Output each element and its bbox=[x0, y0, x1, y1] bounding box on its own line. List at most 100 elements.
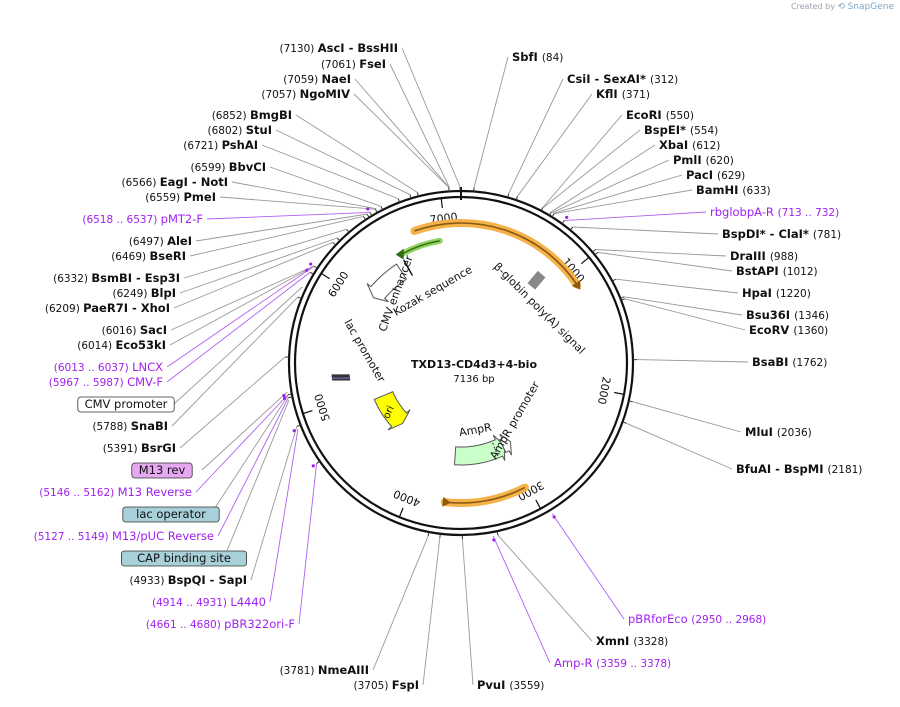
leader-line bbox=[354, 78, 450, 188]
label-text: (6209) PaeR7I - XhoI bbox=[45, 301, 170, 315]
tick-3000 bbox=[535, 499, 542, 509]
label-text: EcoRI (550) bbox=[626, 108, 694, 122]
leader-line bbox=[552, 159, 670, 213]
label-name: BbvCI bbox=[229, 160, 266, 174]
label-text: (6559) PmeI bbox=[145, 190, 216, 204]
label-text: (4661 .. 4680) pBR322ori-F bbox=[146, 617, 295, 631]
label-position: (1346) bbox=[794, 310, 829, 322]
label-position: (1012) bbox=[783, 266, 818, 278]
label-text: (5788) SnaBI bbox=[92, 419, 168, 433]
label-position: (6014) bbox=[77, 340, 115, 352]
orange-arrow-head bbox=[571, 280, 581, 290]
label-text: (5391) BsrGI bbox=[103, 441, 176, 455]
site-tick bbox=[369, 212, 373, 217]
leader-line bbox=[551, 144, 656, 213]
label-text: (5967 .. 5987) CMV-F bbox=[49, 375, 163, 389]
label-text: (5127 .. 5149) M13/pUC Reverse bbox=[34, 529, 214, 543]
label-name: Amp-R bbox=[554, 656, 596, 670]
orange-feature-arc bbox=[410, 219, 582, 289]
label-text: PacI (629) bbox=[686, 168, 745, 182]
label-name: SnaBI bbox=[131, 419, 168, 433]
orange-feature-arrow-line bbox=[444, 486, 526, 504]
enzyme-label-ecori: EcoRI (550) bbox=[626, 108, 694, 122]
primer-label-pmt2-f: (6518 .. 6537) pMT2-F bbox=[82, 212, 203, 226]
leader-line bbox=[551, 513, 625, 620]
site-tick bbox=[540, 207, 544, 212]
label-position: (4933) bbox=[130, 575, 168, 587]
label-position: (6016) bbox=[102, 325, 140, 337]
feature-ori bbox=[373, 391, 411, 431]
enzyme-label-snabi: (5788) SnaBI bbox=[92, 419, 168, 433]
feature-box-text: CMV promoter bbox=[85, 397, 168, 411]
site-tick bbox=[620, 296, 625, 299]
leader-line bbox=[269, 166, 381, 207]
feature-label-ori: ori bbox=[381, 404, 396, 420]
snapgene-logo-icon: ⟲ bbox=[837, 2, 846, 12]
label-name: PshAI bbox=[222, 138, 258, 152]
label-name: PmeI bbox=[184, 190, 217, 204]
label-text: (3781) NmeAIII bbox=[280, 663, 369, 677]
label-text: BspDI* - ClaI* (781) bbox=[722, 227, 841, 241]
label-name: BspEI* bbox=[644, 123, 690, 137]
label-name: BlpI bbox=[151, 286, 176, 300]
label-text: XmnI (3328) bbox=[596, 634, 668, 648]
label-position: (988) bbox=[770, 251, 798, 263]
label-text: (5146 .. 5162) M13 Reverse bbox=[39, 485, 192, 499]
leader-line bbox=[632, 401, 742, 433]
leader-line bbox=[295, 114, 418, 193]
leader-line bbox=[624, 298, 746, 331]
enzyme-label-xbai: XbaI (612) bbox=[659, 138, 720, 152]
label-text: PvuI (3559) bbox=[477, 678, 544, 692]
label-position: (5788) bbox=[92, 421, 130, 433]
label-position: (6497) bbox=[129, 236, 167, 248]
label-text: KflI (371) bbox=[596, 87, 650, 101]
leader-line bbox=[171, 296, 299, 427]
label-name: NmeAIII bbox=[318, 663, 369, 677]
label-position: (7061) bbox=[321, 59, 359, 71]
label-name: BspQI - SapI bbox=[168, 573, 247, 587]
label-position: (6209) bbox=[45, 303, 83, 315]
site-tick bbox=[611, 278, 616, 282]
label-position: (6599) bbox=[191, 162, 229, 174]
leader-line bbox=[473, 56, 509, 188]
leader-line bbox=[173, 286, 303, 405]
feature-box-bg bbox=[122, 506, 220, 523]
label-position: (6559) bbox=[145, 192, 183, 204]
leader-line bbox=[261, 144, 399, 200]
leader-line bbox=[250, 426, 298, 581]
feature-box-lac-operator: lac operator bbox=[122, 506, 220, 523]
leader-line bbox=[189, 216, 364, 257]
label-name: NgoMIV bbox=[300, 87, 350, 101]
label-position: (7059) bbox=[283, 74, 321, 86]
feature-box-m13-rev: M13 rev bbox=[131, 462, 193, 479]
label-name: EcoRV bbox=[749, 323, 793, 337]
feature-label-ampr-promoter: AmpR promoter bbox=[487, 379, 542, 462]
site-tick bbox=[397, 198, 401, 203]
enzyme-label-bfuai-bspmi: BfuAI - BspMI (2181) bbox=[736, 462, 862, 476]
leader-line bbox=[553, 174, 683, 214]
leader-line bbox=[275, 129, 411, 195]
feature-cmv-enhancer bbox=[366, 263, 408, 303]
label-text: (6566) EagI - NotI bbox=[122, 175, 228, 189]
leader-line bbox=[195, 394, 289, 493]
leader-line bbox=[597, 251, 733, 272]
tick-6000 bbox=[320, 272, 331, 280]
site-tick bbox=[336, 237, 341, 242]
label-text: pBRforEco (2950 .. 2968) bbox=[628, 612, 766, 626]
leader-line bbox=[206, 211, 370, 220]
label-position: (554) bbox=[690, 125, 718, 137]
leader-line bbox=[166, 271, 311, 383]
enzyme-label-csii-sexai: CsiI - SexAI* (312) bbox=[567, 72, 678, 86]
label-position: (312) bbox=[650, 74, 678, 86]
label-text: (6721) PshAI bbox=[183, 138, 258, 152]
site-tick bbox=[622, 421, 627, 424]
label-position: (6013 .. 6037) bbox=[54, 362, 132, 374]
label-position: (633) bbox=[742, 185, 770, 197]
site-tick bbox=[416, 192, 419, 197]
site-tick bbox=[363, 216, 367, 221]
label-text: Bsu36I (1346) bbox=[746, 308, 829, 322]
enzyme-label-bbvci: (6599) BbvCI bbox=[191, 160, 266, 174]
leader-line bbox=[298, 463, 318, 625]
label-name: BsmBI - Esp3I bbox=[91, 271, 180, 285]
